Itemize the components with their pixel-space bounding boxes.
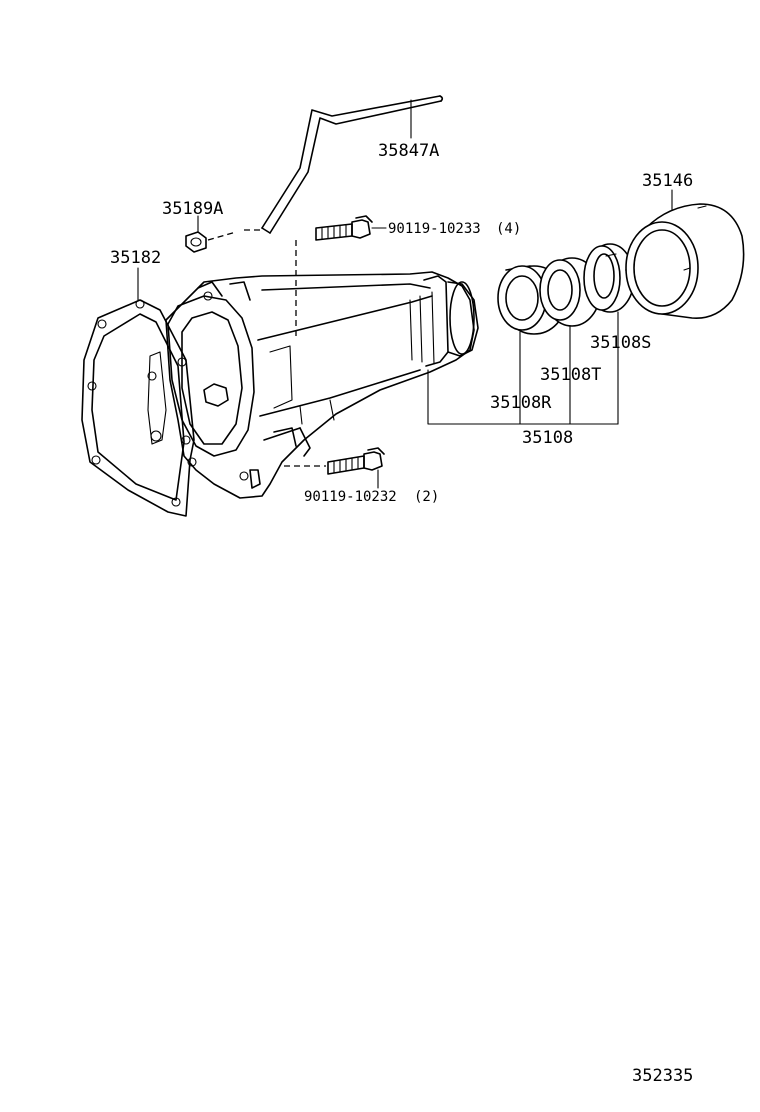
label-90119-10232-qty: (2) [414,489,439,505]
label-35146: 35146 [642,171,693,191]
diagram-id: 352335 [632,1066,693,1086]
nut-part [185,231,237,253]
dust-cover-35146 [625,203,745,319]
extension-housing [165,271,479,499]
label-35182: 35182 [110,248,161,268]
label-90119-10233: 90119-10233 [388,221,481,237]
label-35108R: 35108R [490,393,552,413]
bolt-10232 [284,447,385,475]
label-35108: 35108 [522,428,573,448]
label-90119-10233-qty: (4) [496,221,521,237]
gasket-part [81,299,195,517]
label-35108T: 35108T [540,365,601,385]
seal-35108S [583,243,635,313]
label-35108S: 35108S [590,333,651,353]
leader-35108-group [427,311,619,425]
label-90119-10232: 90119-10232 [304,489,397,505]
label-35189A: 35189A [162,199,223,219]
breather-tube [244,95,444,234]
bolt-10233 [295,215,387,340]
label-35847A: 35847A [378,141,439,161]
